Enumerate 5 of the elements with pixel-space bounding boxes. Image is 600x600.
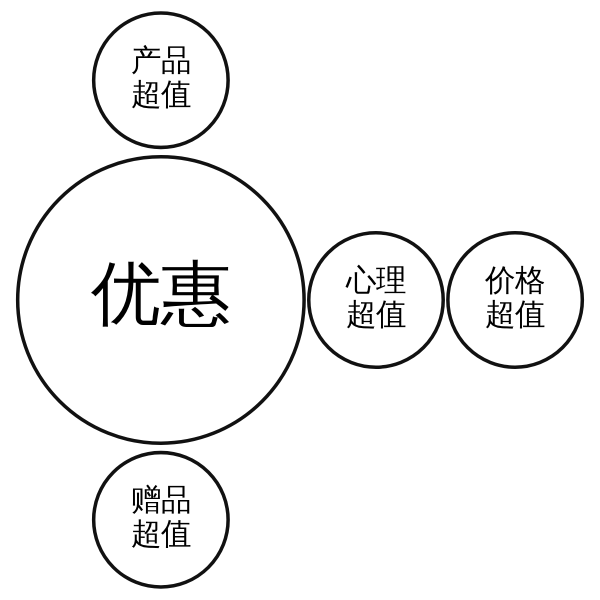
node-circle: 优惠 bbox=[16, 155, 306, 445]
node-circle: 心理超值 bbox=[307, 231, 445, 369]
node-circle: 价格超值 bbox=[446, 231, 584, 369]
node-circle: 产品超值 bbox=[92, 11, 230, 150]
node-circle: 赠品超值 bbox=[92, 450, 230, 589]
